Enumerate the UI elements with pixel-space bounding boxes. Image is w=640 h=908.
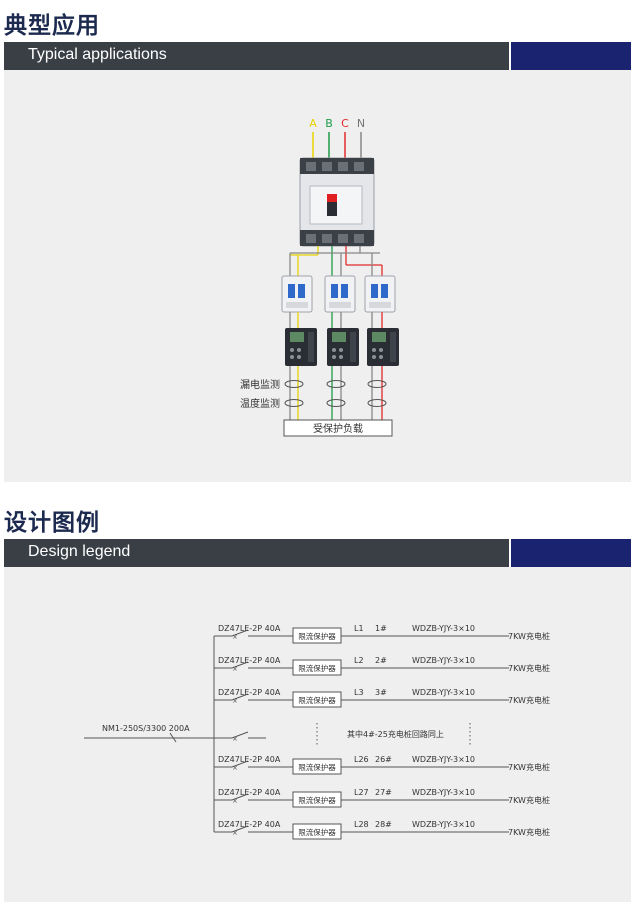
branch-3	[364, 253, 399, 422]
label-temperature-monitoring: 温度监测	[240, 397, 280, 410]
limiter-image-3	[367, 328, 399, 366]
cable-spec-label: WDZB-YJY-3×10	[412, 820, 475, 829]
circuit-breaker-label: DZ47LE-2P 40A	[218, 656, 281, 665]
circuit-breaker-label: DZ47LE-2P 40A	[218, 755, 281, 764]
section-bar-typical-applications: Typical applications	[4, 42, 631, 70]
omitted-circuits-row: × 其中4#-25充电桩回路同上	[214, 723, 471, 747]
circuit-row-2: DZ47LE-2P 40A × 限流保护器 L2 2# WDZB-YJY-3×1…	[214, 656, 550, 676]
section-title-typical-applications-cn: 典型应用	[4, 13, 100, 39]
protected-load-box	[283, 419, 393, 437]
svg-text:×: ×	[232, 665, 238, 673]
section-title-design-legend-cn: 设计图例	[4, 510, 100, 536]
limiter-label: 限流保护器	[298, 762, 336, 772]
main-breaker-image	[299, 157, 375, 247]
phase-label-c: C	[341, 117, 349, 130]
svg-text:×: ×	[232, 829, 238, 837]
load-label: 7KW充电桩	[508, 827, 550, 837]
rcbo-image-3	[364, 275, 396, 313]
circuit-row-28: DZ47LE-2P 40A × 限流保护器 L28 28# WDZB-YJY-3…	[214, 820, 550, 840]
circuit-number-label: 1#	[375, 624, 387, 633]
rcbo-image-1	[281, 275, 313, 313]
circuit-breaker-label: DZ47LE-2P 40A	[218, 688, 281, 697]
limiter-image-1	[285, 328, 317, 366]
load-label: 7KW充电桩	[508, 762, 550, 772]
circuit-line-label: L1	[354, 624, 364, 633]
limiter-label: 限流保护器	[298, 695, 336, 705]
circuit-line-label: L27	[354, 788, 369, 797]
single-line-diagram: NM1-250S/3300 200A DZ47LE-2P 40A × 限流保护器…	[84, 624, 550, 840]
load-label: 7KW充电桩	[508, 631, 550, 641]
protected-load-label: 受保护负载	[313, 422, 363, 435]
rcbo-image-2	[324, 275, 356, 313]
section-title-design-legend-en: Design legend	[28, 543, 131, 560]
main-breaker-label: NM1-250S/3300 200A	[102, 724, 190, 733]
phase-label-n: N	[357, 117, 365, 130]
circuit-line-label: L2	[354, 656, 364, 665]
cable-spec-label: WDZB-YJY-3×10	[412, 656, 475, 665]
circuit-number-label: 28#	[375, 820, 392, 829]
circuit-line-label: L26	[354, 755, 369, 764]
cable-spec-label: WDZB-YJY-3×10	[412, 755, 475, 764]
section-title-typical-applications-en: Typical applications	[28, 46, 167, 63]
circuit-number-label: 3#	[375, 688, 387, 697]
section-bar-accent	[509, 539, 631, 567]
circuit-breaker-label: DZ47LE-2P 40A	[218, 820, 281, 829]
circuit-row-1: DZ47LE-2P 40A × 限流保护器 L1 1# WDZB-YJY-3×1…	[214, 624, 550, 644]
circuit-row-26: DZ47LE-2P 40A × 限流保护器 L26 26# WDZB-YJY-3…	[214, 755, 550, 775]
circuit-number-label: 27#	[375, 788, 392, 797]
cable-spec-label: WDZB-YJY-3×10	[412, 624, 475, 633]
main-breaker-contact	[169, 732, 177, 743]
design-legend-panel: NM1-250S/3300 200A DZ47LE-2P 40A × 限流保护器…	[4, 567, 631, 902]
limiter-label: 限流保护器	[298, 795, 336, 805]
phase-label-b: B	[325, 117, 333, 130]
load-label: 7KW充电桩	[508, 695, 550, 705]
svg-text:×: ×	[232, 735, 238, 743]
typical-application-panel: A B C N	[4, 70, 631, 482]
omitted-circuits-note: 其中4#-25充电桩回路同上	[347, 729, 444, 739]
circuit-breaker-label: DZ47LE-2P 40A	[218, 624, 281, 633]
svg-text:×: ×	[232, 764, 238, 772]
section-bar-design-legend: Design legend	[4, 539, 631, 567]
circuit-row-27: DZ47LE-2P 40A × 限流保护器 L27 27# WDZB-YJY-3…	[214, 788, 550, 808]
branch-1	[281, 253, 317, 422]
circuit-line-label: L28	[354, 820, 369, 829]
load-label: 7KW充电桩	[508, 663, 550, 673]
svg-text:×: ×	[232, 797, 238, 805]
circuit-line-label: L3	[354, 688, 364, 697]
circuit-row-3: DZ47LE-2P 40A × 限流保护器 L3 3# WDZB-YJY-3×1…	[214, 688, 550, 708]
circuit-number-label: 2#	[375, 656, 387, 665]
limiter-label: 限流保护器	[298, 663, 336, 673]
load-label: 7KW充电桩	[508, 795, 550, 805]
svg-text:×: ×	[232, 697, 238, 705]
cable-spec-label: WDZB-YJY-3×10	[412, 788, 475, 797]
section-bar-accent	[509, 42, 631, 70]
limiter-label: 限流保护器	[298, 827, 336, 837]
limiter-image-2	[327, 328, 359, 366]
phase-label-a: A	[309, 117, 317, 130]
circuit-number-label: 26#	[375, 755, 392, 764]
circuit-breaker-label: DZ47LE-2P 40A	[218, 788, 281, 797]
wiring-diagram: A B C N	[240, 117, 399, 437]
limiter-label: 限流保护器	[298, 631, 336, 641]
branch-2	[324, 253, 359, 422]
cable-spec-label: WDZB-YJY-3×10	[412, 688, 475, 697]
svg-text:×: ×	[232, 633, 238, 641]
label-leakage-monitoring: 漏电监测	[240, 378, 280, 391]
